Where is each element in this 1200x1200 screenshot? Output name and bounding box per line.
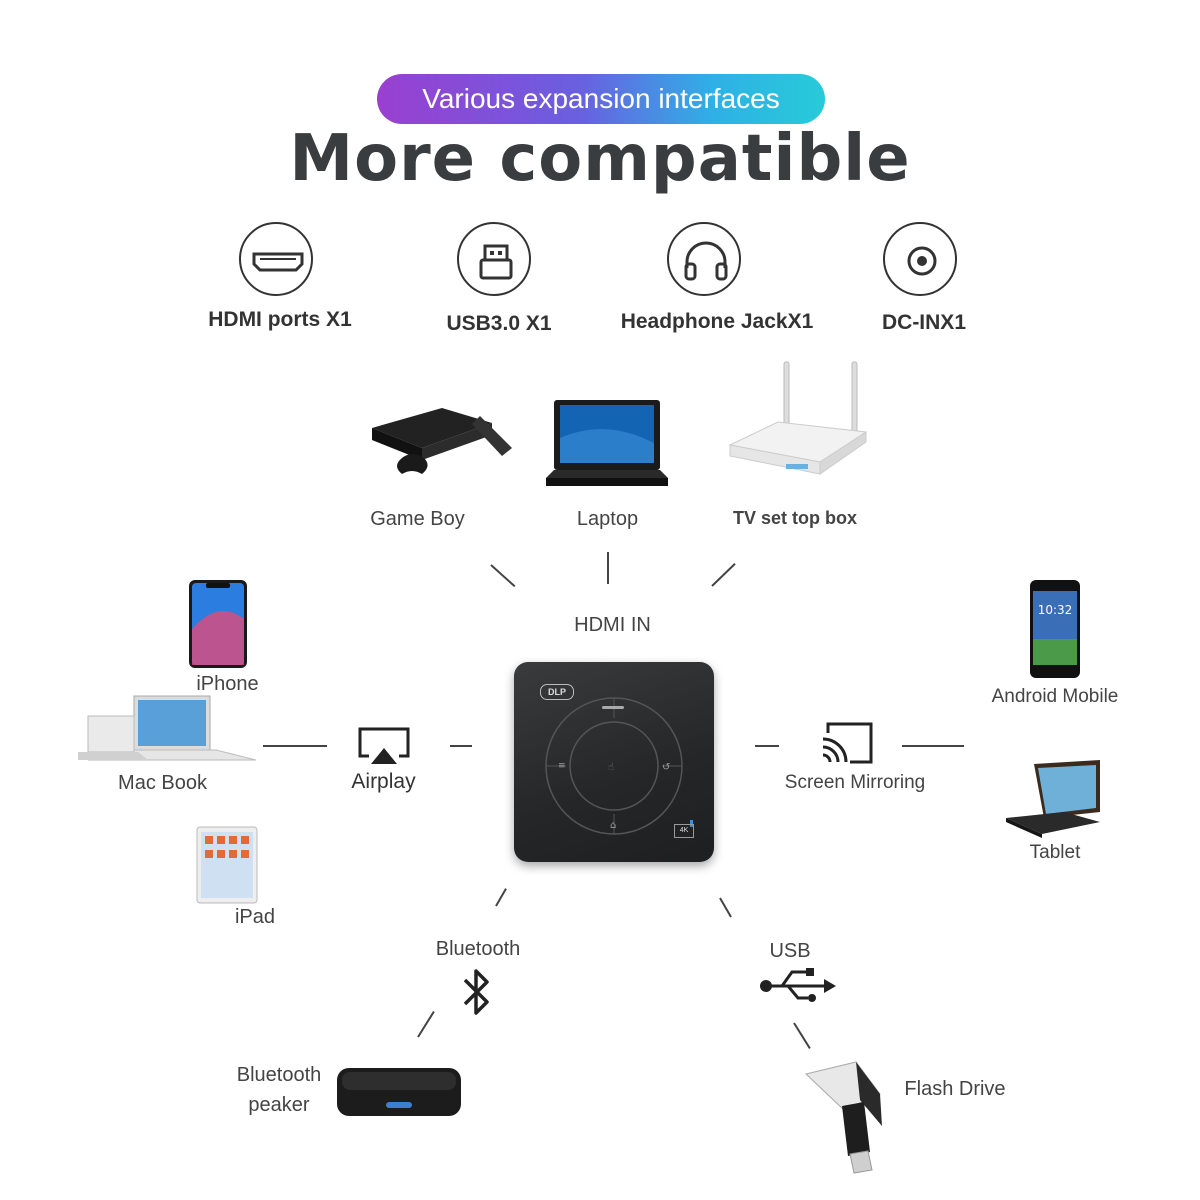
bluetooth-label: Bluetooth — [435, 938, 521, 960]
flash-drive-image — [804, 1061, 882, 1174]
svg-text:☝: ☝ — [608, 762, 614, 773]
usb-icon — [760, 968, 836, 1002]
flash-drive-label: Flash Drive — [904, 1078, 1006, 1100]
hdmi-in-label: HDMI IN — [574, 614, 651, 636]
tablet-label: Tablet — [1029, 842, 1081, 863]
connector-line — [793, 1022, 811, 1049]
hdmi-port-icon — [239, 222, 313, 296]
connector-line — [719, 897, 732, 918]
svg-text:↺: ↺ — [662, 762, 670, 773]
ipad-image — [196, 826, 258, 904]
cast-icon — [822, 722, 873, 764]
iphone-image — [189, 580, 247, 668]
usb-port-icon — [457, 222, 531, 296]
bluetooth-speaker-label-line2: peaker — [248, 1094, 310, 1116]
macbook-image — [78, 695, 256, 761]
page-title: More compatible — [289, 122, 911, 196]
laptop-label: Laptop — [576, 508, 639, 530]
4k-badge: 4K — [674, 824, 694, 838]
connector-line — [755, 745, 779, 747]
banner-pill: Various expansion interfaces — [377, 74, 825, 124]
tv-box-label: TV set top box — [732, 508, 857, 528]
svg-text:⌂: ⌂ — [610, 820, 616, 831]
bluetooth-speaker-label-line1: Bluetooth — [236, 1064, 322, 1086]
connector-line — [902, 745, 964, 747]
dlp-logo: DLP — [540, 684, 574, 700]
connector-line — [607, 552, 609, 584]
iphone-label: iPhone — [196, 673, 259, 695]
projector-device: DLP ≡ ↺ ⌂ ☝ 4K — [514, 662, 714, 862]
svg-text:≡: ≡ — [558, 761, 566, 771]
port-label-usb: USB3.0 X1 — [446, 312, 552, 335]
connector-line — [495, 888, 507, 907]
laptop-image — [546, 400, 668, 486]
svg-text:10:32: 10:32 — [1038, 603, 1073, 617]
game-boy-label: Game Boy — [370, 508, 465, 530]
tablet-image — [1006, 760, 1100, 838]
android-phone-image: 10:32 — [1030, 580, 1080, 678]
connector-line — [263, 745, 327, 747]
connector-line — [450, 745, 472, 747]
port-label-headphone: Headphone JackX1 — [620, 310, 814, 333]
bluetooth-icon — [463, 969, 489, 1015]
macbook-label: Mac Book — [118, 772, 207, 794]
connector-line — [711, 563, 736, 587]
airplay-icon — [358, 727, 410, 764]
ipad-label: iPad — [234, 906, 276, 928]
port-label-hdmi: HDMI ports X1 — [208, 308, 352, 331]
android-mobile-label: Android Mobile — [991, 686, 1119, 707]
router-image — [728, 361, 868, 475]
dc-in-icon — [883, 222, 957, 296]
airplay-label: Airplay — [351, 770, 416, 793]
bluetooth-speaker-image — [337, 1068, 461, 1116]
port-label-dc-in: DC-INX1 — [881, 311, 966, 334]
screen-mirroring-label: Screen Mirroring — [784, 772, 926, 793]
connector-line — [490, 564, 516, 588]
headphone-icon — [667, 222, 741, 296]
connector-line — [417, 1011, 435, 1038]
game-console-image — [372, 408, 512, 474]
usb-label: USB — [769, 940, 811, 962]
projector-controls: ≡ ↺ ⌂ ☝ — [545, 697, 693, 835]
